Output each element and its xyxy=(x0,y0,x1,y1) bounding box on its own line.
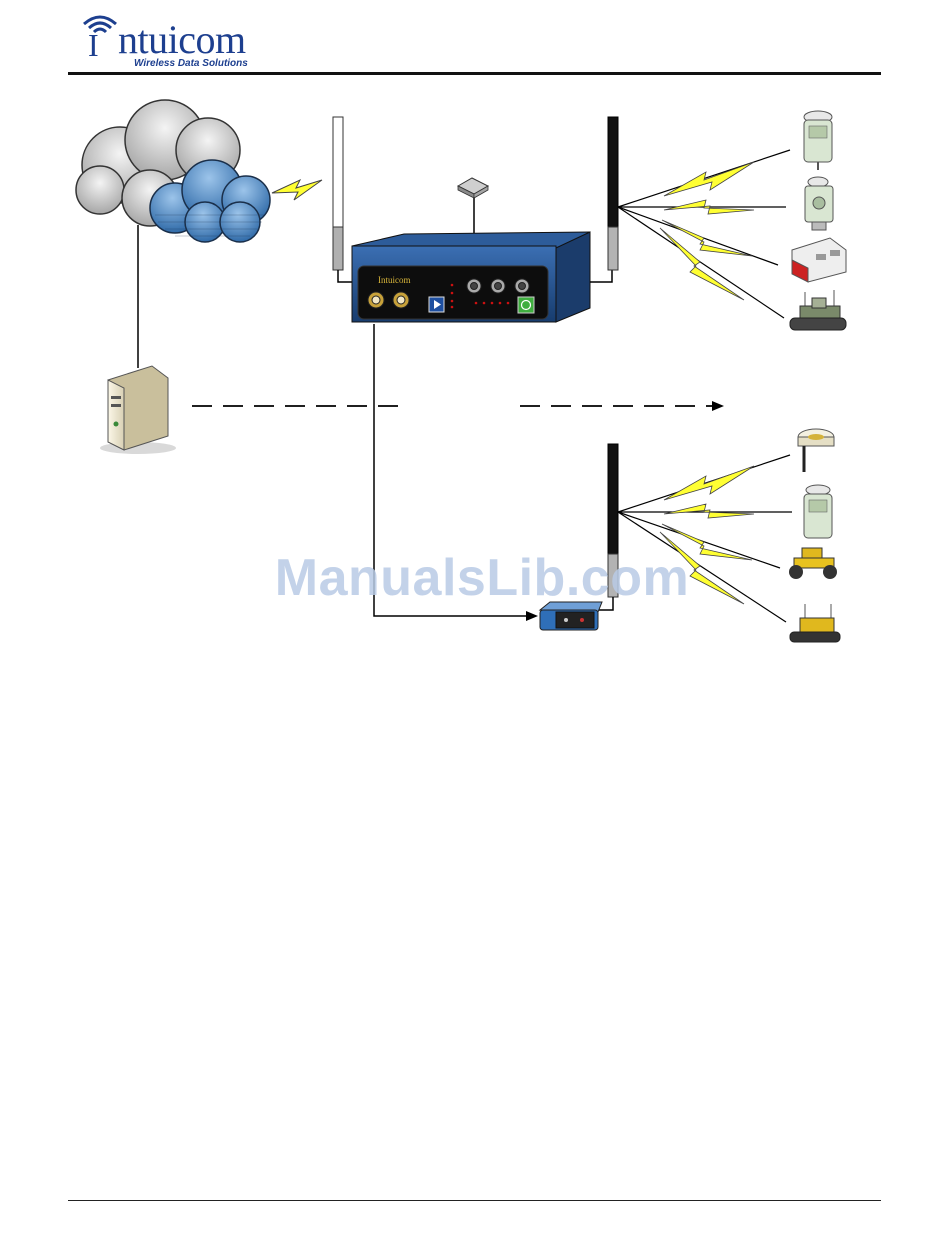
cloud-icon xyxy=(76,100,270,242)
logo-tagline: Wireless Data Solutions xyxy=(134,58,248,69)
total-station-icon xyxy=(805,177,833,230)
gps-receiver-icon xyxy=(798,429,834,472)
lightning-icon xyxy=(664,466,754,500)
device-brand-label: Intuicom xyxy=(378,275,411,285)
footer-rule xyxy=(68,1200,881,1201)
intuicom-logo: I ntuicom Wireless Data Solutions xyxy=(74,10,274,74)
logo-brand-name: ntuicom xyxy=(118,20,246,60)
data-flow-arrow xyxy=(192,401,724,411)
gps-receiver-icon xyxy=(804,485,832,538)
logo-initial: I xyxy=(88,27,99,58)
watermark-text: ManualsLib.com xyxy=(262,548,702,608)
header-rule xyxy=(68,72,881,75)
bulldozer-icon xyxy=(790,604,840,642)
gps-receiver-icon xyxy=(804,111,832,170)
machine-icon xyxy=(792,238,846,282)
page-header: I ntuicom Wireless Data Solutions xyxy=(70,8,880,78)
lightning-icon xyxy=(664,162,754,196)
server-icon xyxy=(100,366,176,454)
lightning-icon xyxy=(664,504,754,518)
roller-icon xyxy=(789,548,837,579)
bulldozer-icon xyxy=(790,290,846,330)
radio-device-icon: Intuicom xyxy=(352,232,590,322)
lightning-icon xyxy=(272,180,322,200)
gps-antenna-icon xyxy=(458,178,488,234)
antenna-icon xyxy=(590,117,618,282)
